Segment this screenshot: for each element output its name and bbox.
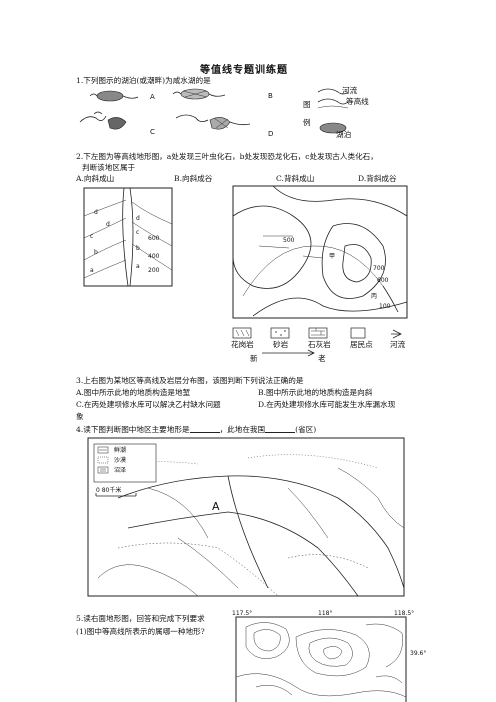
q5-lon-2: 118°	[318, 610, 333, 617]
q2-legend-settlement: 居民点	[350, 340, 373, 349]
q4-legend-item-3: 沼泽	[114, 466, 126, 474]
q2-map-contour-700: 700	[373, 265, 385, 272]
q1-option-b: B	[268, 92, 273, 100]
q2-option-b: B.向斜成谷	[174, 174, 213, 183]
q3-option-d-cont: 象	[76, 412, 84, 421]
q2-map-contour-600: 600	[377, 277, 389, 284]
q2-stratum-a1: a	[90, 267, 94, 274]
q3-stem: 3.上右图为某地区等高线及岩层分布图，该图判断下列说法正确的是	[76, 376, 304, 385]
q2-legend-sandstone: 砂岩	[273, 340, 289, 349]
page-title: 等值线专题训练题	[200, 65, 288, 76]
q3-option-b: B.图中所示此地的地质构造是向斜	[258, 388, 373, 397]
q2-map-contour-500: 500	[283, 237, 295, 244]
q2-legend-river: 河流	[390, 340, 406, 349]
q2-stratum-a2: a	[136, 263, 140, 270]
q5-sub1: (1)图中等高线所表示的属哪一种地形?	[76, 627, 205, 636]
q4-stem-c: (省区)	[295, 425, 317, 434]
q2-stratum-d2: d	[106, 221, 110, 228]
q2-contour-200: 200	[148, 267, 160, 274]
q5-topographic-map	[235, 616, 407, 702]
q3-option-d: D.在丙处建坝修水库可能发生水库漏水现	[258, 400, 396, 409]
q3-option-c: C.在丙处建坝修水库可以解决乙村缺水问题	[76, 400, 221, 409]
q2-option-c: C.背斜成山	[276, 174, 315, 183]
q2-legend-limestone: 石灰岩	[308, 340, 331, 349]
q2-option-d: D.背斜成谷	[358, 174, 397, 183]
q2-right-geology-map: 500 700 600 100 甲 丙	[232, 185, 408, 319]
q2-stem-line1: 2.下左图为等高线地形图，a处发现三叶虫化石，b处发现恐龙化石，c处发现古人类化…	[76, 152, 378, 161]
q1-legend-label-1: 图	[303, 100, 311, 109]
q4-delta-map: 鲜潮 沙漠 沼泽 0 80千米 A	[87, 437, 405, 597]
q1-lake-diagrams: A B C D	[79, 88, 273, 138]
q4-stem-b: ，此地在我国	[219, 425, 266, 434]
q2-stratum-d3: d	[136, 215, 140, 222]
q4-legend-item-1: 鲜潮	[114, 446, 126, 454]
q2-map-legend-symbols	[232, 327, 402, 339]
q2-stratum-b2: b	[136, 245, 140, 252]
q4-scale: 0 80千米	[96, 486, 121, 494]
q5-lat: 39.6°	[410, 650, 427, 657]
q5-stem: 5.读右面地形图，回答和完成下列要求	[76, 614, 205, 623]
q1-stem: 1.下列图示的湖泊(或潮畔)为咸水湖的是	[76, 76, 211, 85]
q1-legend-symbols	[317, 88, 349, 134]
q2-legend-new: 新	[250, 354, 258, 363]
q2-left-contour-map: d d c b a d c b a 600 400 200	[83, 187, 173, 287]
q1-legend-label-2: 例	[303, 118, 311, 127]
q2-stem-line2: 判断该地区属于	[82, 163, 136, 172]
q2-legend-old: 老	[318, 354, 326, 363]
q2-stratum-c2: c	[136, 229, 139, 236]
q1-legend-river: 河流	[342, 86, 358, 95]
q2-stratum-c1: c	[90, 233, 93, 240]
q1-option-c: C	[150, 128, 155, 136]
q2-map-village-bing: 丙	[371, 293, 377, 300]
q4-blank-terrain[interactable]	[189, 424, 220, 433]
q2-option-a: A.向斜成山	[76, 174, 115, 183]
q2-legend-age-arrow	[262, 349, 315, 357]
q3-option-a: A.图中所示此地的地质构造是地堑	[76, 388, 191, 397]
q4-stem-a: 4.读下图判断图中地区主要地形是	[76, 425, 190, 434]
q2-stratum-b1: b	[94, 249, 98, 256]
q2-contour-600: 600	[148, 235, 160, 242]
q1-option-a: A	[150, 93, 155, 101]
q1-option-d: D	[268, 130, 273, 138]
q1-legend-contour: 等高线	[346, 97, 369, 106]
q1-legend-lake: 湖泊	[336, 130, 352, 139]
q2-contour-400: 400	[148, 253, 160, 260]
q2-map-contour-100: 100	[379, 303, 391, 310]
q5-lon-3: 118.5°	[394, 610, 415, 617]
q5-lon-1: 117.5°	[232, 610, 253, 617]
q4-blank-province[interactable]	[265, 424, 296, 433]
q4-stem: 4.读下图判断图中地区主要地形是 ，此地在我国 (省区)	[76, 424, 316, 435]
q4-label-a: A	[212, 500, 220, 513]
q4-legend-item-2: 沙漠	[114, 456, 126, 464]
q2-legend-granite: 花岗岩	[231, 340, 254, 349]
q2-map-village-jia: 甲	[329, 253, 335, 260]
q2-stratum-d1: d	[94, 209, 98, 216]
